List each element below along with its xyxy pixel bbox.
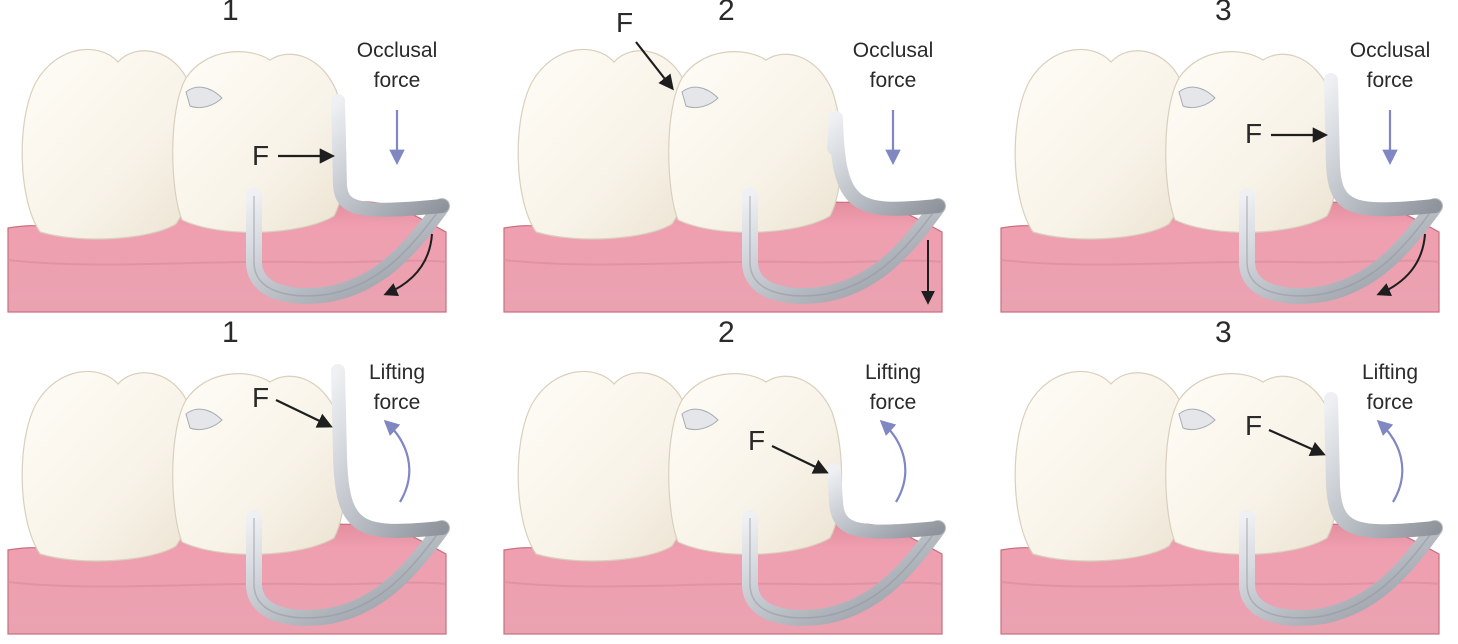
contact-force-label: F <box>252 382 269 413</box>
lifting-force-arrow <box>1379 422 1402 502</box>
force-label-line1: Lifting <box>865 361 921 384</box>
contact-force-label: F <box>616 7 633 38</box>
panel-number: 1 <box>222 0 239 27</box>
panel-number: 1 <box>222 316 239 349</box>
lifting-force-arrow <box>882 422 905 502</box>
left-tooth <box>22 49 197 239</box>
force-label-line2: force <box>374 391 421 414</box>
left-tooth <box>1015 371 1190 561</box>
force-label-line1: Lifting <box>1362 361 1418 384</box>
retentive-tip <box>1331 399 1435 531</box>
contact-force-label: F <box>1245 118 1262 149</box>
force-label-line2: force <box>870 391 917 414</box>
force-label-line1: Occlusal <box>357 39 438 62</box>
panel-number: 3 <box>1215 0 1232 27</box>
panel-number: 2 <box>718 0 735 27</box>
force-label-line2: force <box>870 69 917 92</box>
force-label-line2: force <box>1367 391 1414 414</box>
left-tooth <box>22 371 197 561</box>
retentive-tip <box>834 470 938 532</box>
left-tooth <box>1015 49 1190 239</box>
panel-number: 3 <box>1215 316 1232 349</box>
contact-force-label: F <box>1245 410 1262 441</box>
force-label-line2: force <box>374 69 421 92</box>
retentive-tip <box>834 118 938 209</box>
force-label-line1: Occlusal <box>853 39 934 62</box>
contact-force-label: F <box>748 425 765 456</box>
retentive-tip <box>338 101 442 210</box>
force-label-line2: force <box>1367 69 1414 92</box>
retentive-tip <box>1331 80 1435 209</box>
lifting-force-arrow <box>386 422 409 502</box>
force-label-line1: Lifting <box>369 361 425 384</box>
left-tooth <box>518 49 693 239</box>
force-label-line1: Occlusal <box>1350 39 1431 62</box>
panel-number: 2 <box>718 316 735 349</box>
contact-force-label: F <box>252 140 269 171</box>
left-tooth <box>518 371 693 561</box>
